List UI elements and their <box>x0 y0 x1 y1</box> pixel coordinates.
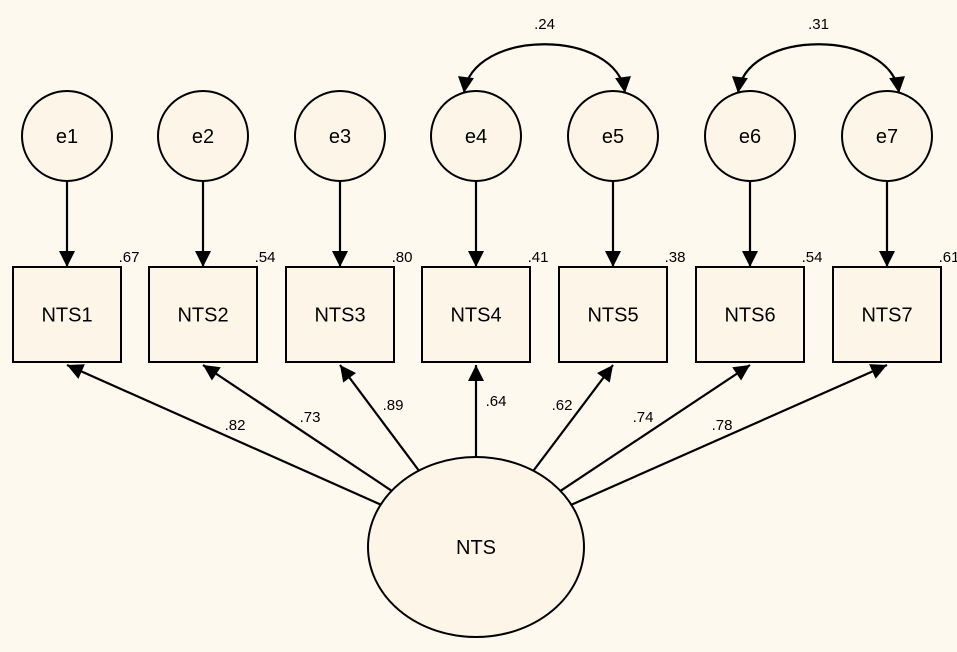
loading-label-nts1: .82 <box>225 417 246 434</box>
r2-label-nts4: .41 <box>528 249 549 266</box>
loading-label-nts5: .62 <box>552 397 573 414</box>
error-node-e1 <box>21 90 113 182</box>
indicator-box-nts3 <box>285 266 395 363</box>
indicator-box-nts5 <box>558 266 668 363</box>
error-label-e2: e2 <box>192 126 214 148</box>
loading-path-nts3 <box>339 364 420 472</box>
latent-node-nts <box>367 456 585 638</box>
error-node-e2 <box>157 90 249 182</box>
indicator-box-nts1 <box>12 266 122 363</box>
error-node-e4 <box>430 90 522 182</box>
loading-path-nts7 <box>570 363 888 506</box>
error-node-e5 <box>567 90 659 182</box>
r2-label-nts5: .38 <box>665 249 686 266</box>
error-node-e6 <box>704 90 796 182</box>
error-label-e4: e4 <box>465 126 487 148</box>
covariance-layer <box>458 43 905 94</box>
indicator-label-nts6: NTS6 <box>724 305 775 327</box>
loading-label-nts4: .64 <box>486 393 507 410</box>
loading-path-nts1 <box>66 363 382 506</box>
loading-label-nts2: .73 <box>300 409 321 426</box>
indicator-label-nts4: NTS4 <box>450 305 501 327</box>
indicator-box-nts7 <box>832 266 942 363</box>
loading-path-nts6 <box>559 364 751 492</box>
loading-label-nts3: .89 <box>383 397 404 414</box>
error-label-e7: e7 <box>876 126 898 148</box>
covariance-label-e6-e7: .31 <box>808 16 829 33</box>
error-label-e3: e3 <box>329 126 351 148</box>
error-node-e7 <box>841 90 933 182</box>
indicator-label-nts1: NTS1 <box>41 305 92 327</box>
r2-label-nts3: .80 <box>392 249 413 266</box>
indicator-label-nts5: NTS5 <box>587 305 638 327</box>
node-layer <box>12 90 942 638</box>
r2-label-nts2: .54 <box>255 249 276 266</box>
loading-path-nts5 <box>532 364 614 472</box>
indicator-box-nts6 <box>695 266 805 363</box>
r2-label-nts6: .54 <box>802 249 823 266</box>
latent-label: NTS <box>456 537 496 559</box>
error-label-e1: e1 <box>56 126 78 148</box>
r2-label-nts1: .67 <box>119 249 140 266</box>
loading-path-nts2 <box>202 364 393 492</box>
loading-label-nts6: .74 <box>633 409 654 426</box>
edge-layer <box>59 181 895 506</box>
error-label-e5: e5 <box>602 126 624 148</box>
covariance-label-e4-e5: .24 <box>534 16 555 33</box>
indicator-label-nts7: NTS7 <box>861 305 912 327</box>
r2-label-nts7: .61 <box>939 249 957 266</box>
indicator-box-nts2 <box>148 266 258 363</box>
indicator-label-nts2: NTS2 <box>177 305 228 327</box>
covariance-arc-e6-e7 <box>732 43 905 94</box>
loading-label-nts7: .78 <box>712 417 733 434</box>
error-label-e6: e6 <box>739 126 761 148</box>
covariance-arc-e4-e5 <box>458 43 631 94</box>
indicator-label-nts3: NTS3 <box>314 305 365 327</box>
error-node-e3 <box>294 90 386 182</box>
indicator-box-nts4 <box>421 266 531 363</box>
